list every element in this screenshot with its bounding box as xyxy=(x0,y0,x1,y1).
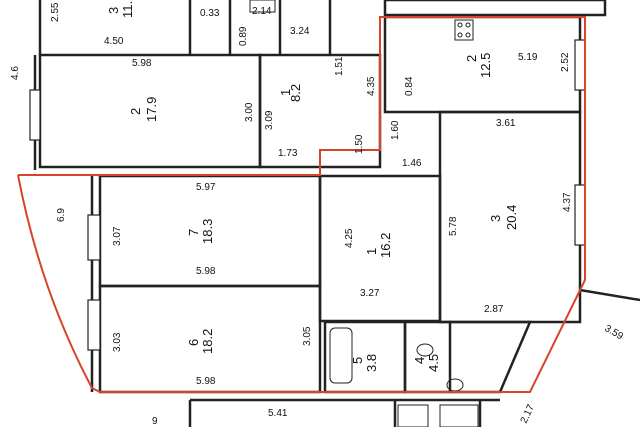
dim-1-50: 1.50 xyxy=(354,134,365,154)
room-3-top-area: 11.1 xyxy=(120,0,135,18)
room-2-left-area: 17.9 xyxy=(144,97,159,122)
windows xyxy=(29,39,586,351)
dim-3-09: 3.09 xyxy=(264,110,275,130)
room-3-top-number: 3 xyxy=(106,7,121,14)
dim-6-9: 6.9 xyxy=(56,208,67,222)
dim-3-24: 3.24 xyxy=(290,26,310,37)
room-1-hall-number: 1 xyxy=(278,89,293,96)
room-4-number: 4 xyxy=(412,357,427,364)
dim-3-03: 3.03 xyxy=(112,332,123,352)
dim-3-05: 3.05 xyxy=(302,326,313,346)
dim-2-55: 2.55 xyxy=(50,2,61,22)
dim-3-07: 3.07 xyxy=(112,226,123,246)
dim-2-17: 2.17 xyxy=(519,403,537,426)
dim-5-97: 5.97 xyxy=(196,182,216,193)
dim-3-27: 3.27 xyxy=(360,288,380,299)
fixtures xyxy=(249,0,479,427)
dim-0-33: 0.33 xyxy=(200,8,220,19)
dim-3-61: 3.61 xyxy=(496,118,516,129)
room-5-number: 5 xyxy=(350,357,365,364)
dim-0-84: 0.84 xyxy=(404,76,415,96)
room-2-kitchen-number: 2 xyxy=(464,55,479,62)
room-1-center-area: 16.2 xyxy=(378,233,393,258)
dim-5-41: 5.41 xyxy=(268,408,288,419)
dim-1-46: 1.46 xyxy=(402,158,422,169)
dim-1-51: 1.51 xyxy=(334,56,345,76)
dim-4-50: 4.50 xyxy=(104,36,124,47)
room-5-area: 3.8 xyxy=(364,354,379,372)
dim-3-59: 3.59 xyxy=(603,323,626,342)
room-3-right-area: 20.4 xyxy=(504,205,519,230)
room-6-area: 18.2 xyxy=(200,329,215,354)
dim-2-87: 2.87 xyxy=(484,304,504,315)
room-3-right-number: 3 xyxy=(488,215,503,222)
room-1-hall-area: 8.2 xyxy=(288,84,303,102)
dim-9: 9 xyxy=(152,416,158,427)
dim-4-35: 4.35 xyxy=(366,76,377,96)
dim-5-98-mid: 5.98 xyxy=(196,266,216,277)
room-2-left-number: 2 xyxy=(128,108,143,115)
dim-5-98-bottom: 5.98 xyxy=(196,376,216,387)
dim-3-00: 3.00 xyxy=(244,102,255,122)
dim-1-73: 1.73 xyxy=(278,148,298,159)
dim-5-98-top: 5.98 xyxy=(132,58,152,69)
dim-4-25: 4.25 xyxy=(344,228,355,248)
room-1-center-number: 1 xyxy=(364,248,379,255)
room-7-number: 7 xyxy=(186,229,201,236)
room-6-number: 6 xyxy=(186,339,201,346)
room-2-kitchen-area: 12.5 xyxy=(478,53,493,78)
dim-1-60: 1.60 xyxy=(390,120,401,140)
dim-5-19: 5.19 xyxy=(518,52,538,63)
room-7-area: 18.3 xyxy=(200,219,215,244)
dim-0-89: 0.89 xyxy=(238,26,249,46)
dim-4-6: 4.6 xyxy=(10,66,21,80)
room-4-area: 4.5 xyxy=(426,354,441,372)
apartment-outline xyxy=(17,16,586,393)
dim-4-37: 4.37 xyxy=(562,192,573,212)
dim-2-14: 2.14 xyxy=(252,6,272,17)
dim-5-78: 5.78 xyxy=(448,216,459,236)
dim-2-52: 2.52 xyxy=(560,52,571,72)
